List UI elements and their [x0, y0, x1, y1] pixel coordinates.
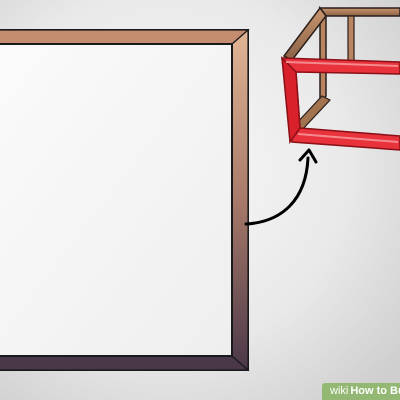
- watermark-brand: wiki: [330, 385, 349, 397]
- arrow-shaft: [244, 156, 310, 226]
- box-back-top: [318, 7, 400, 17]
- box-highlight-sheen-bottom: [297, 133, 399, 143]
- arrow-head: [298, 148, 318, 164]
- box-frame: [281, 5, 400, 151]
- picture-frame: [0, 28, 250, 372]
- frame-bevel-top: [0, 29, 250, 45]
- frame-bevel-right: [231, 28, 249, 372]
- frame-bevel-bottom: [0, 355, 250, 371]
- frame-panel: [0, 43, 233, 357]
- box-front-left-post: [281, 55, 301, 145]
- curved-arrow-icon: [244, 148, 318, 226]
- box-highlight-sheen: [285, 61, 399, 67]
- watermark-title: How to Bu: [350, 385, 400, 397]
